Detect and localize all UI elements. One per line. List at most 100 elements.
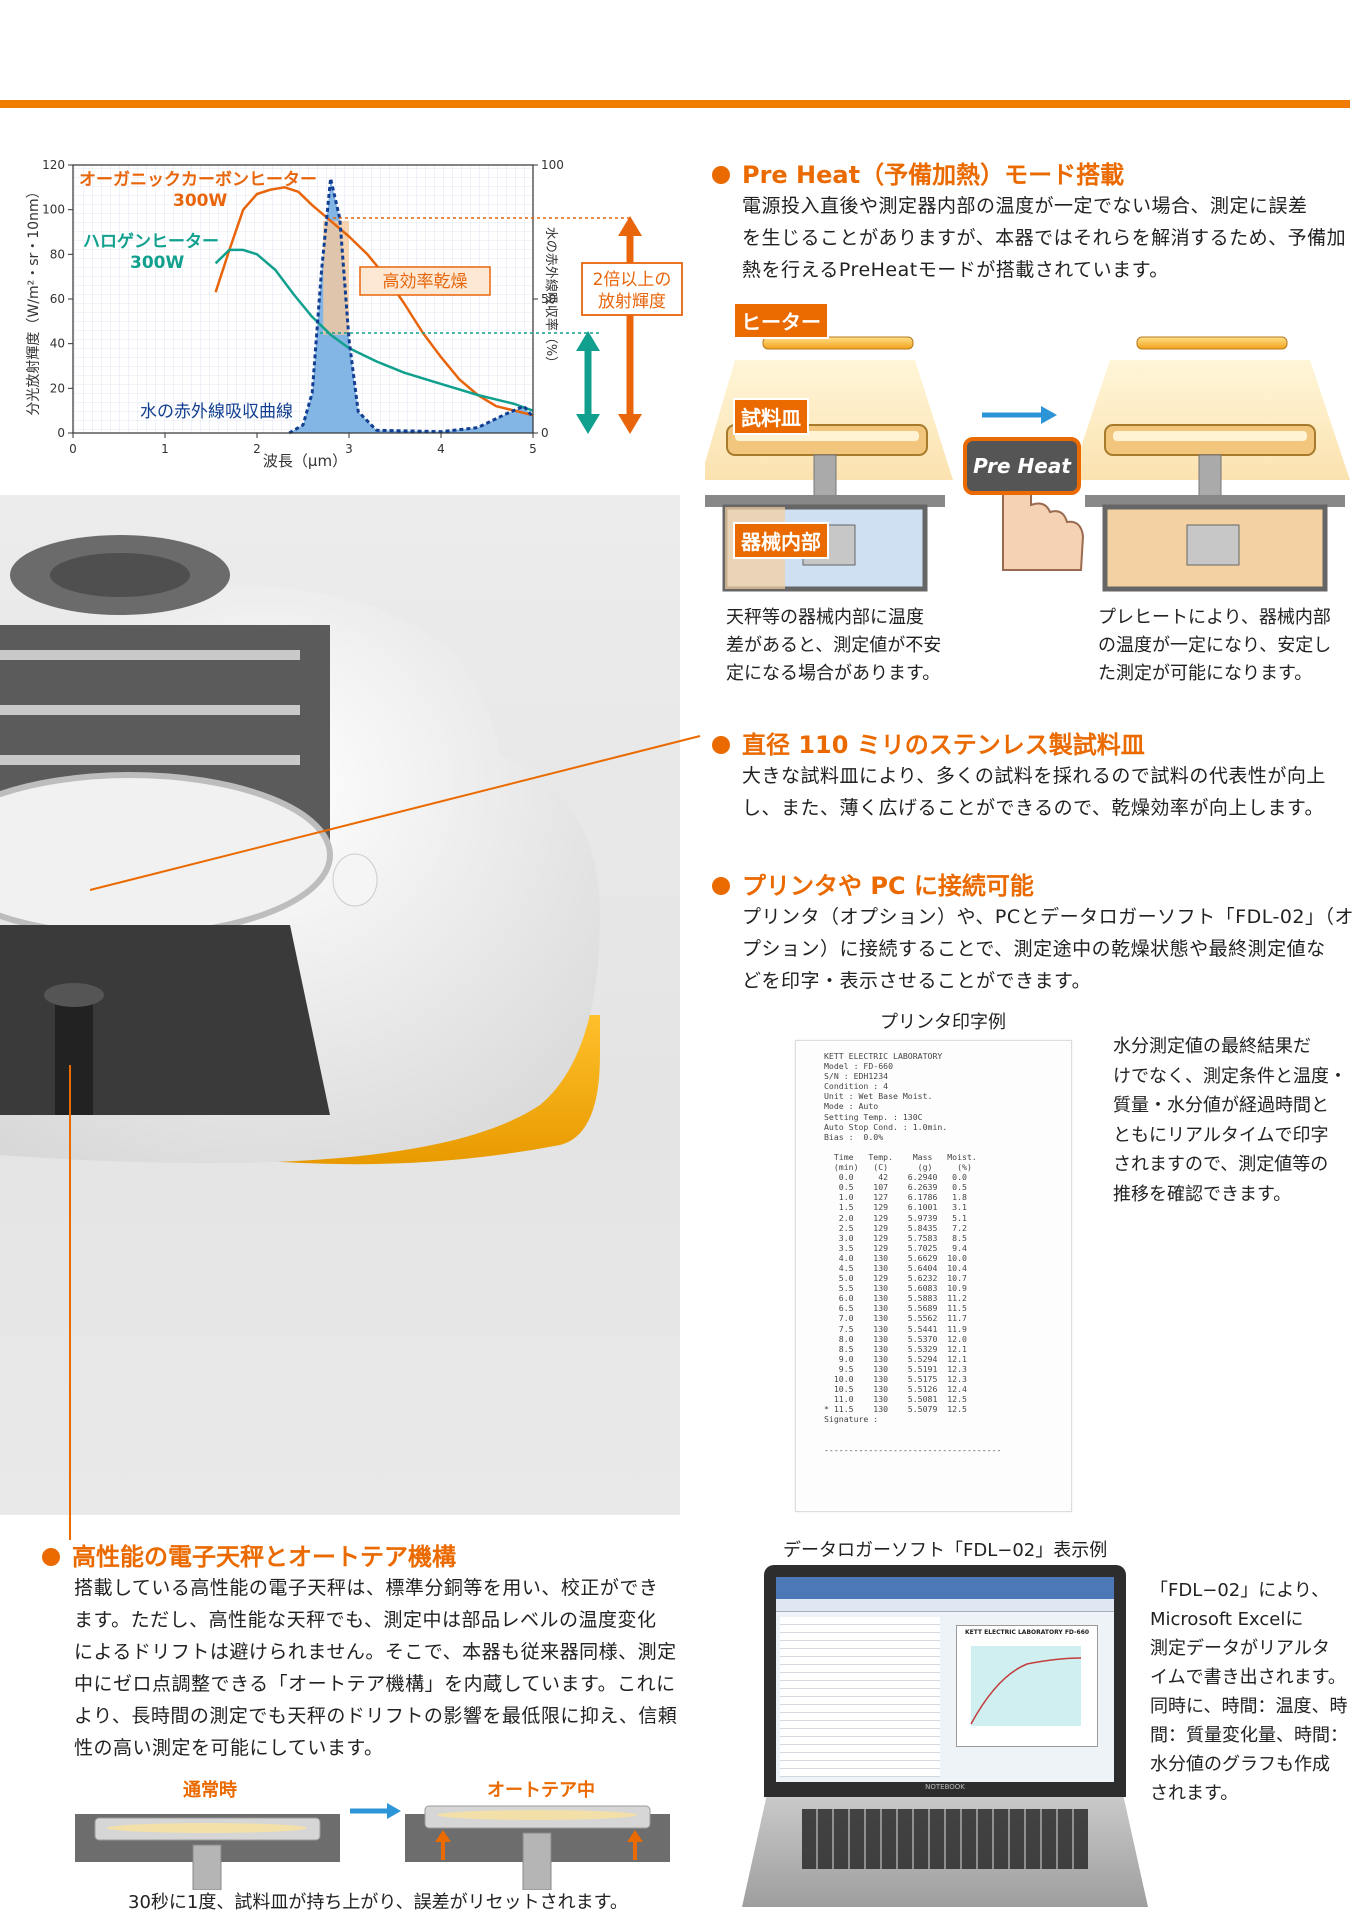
- annotation-box-efficiency: [359, 266, 491, 296]
- balance-body: 搭載している高性能の電子天秤は、標準分銅等を用い、校正ができ ます。ただし、高性…: [74, 1572, 689, 1764]
- tick-left-label: 120: [42, 158, 65, 172]
- tick-right-label: 50: [541, 292, 556, 306]
- balance-line-5: より、長時間の測定でも天秤のドリフトの影響を最低限に抑え、信頼: [74, 1705, 678, 1727]
- series-line-1: [214, 186, 534, 417]
- printer-title: プリンタや PC に接続可能: [742, 872, 1034, 900]
- balance-line-4: 中にゼロ点調整できる「オートテア機構」を内蔵しています。これに: [74, 1673, 676, 1695]
- laptop-bezel: KETT ELECTRIC LABORATORY FD-660 NOTEBOOK: [764, 1565, 1126, 1797]
- annotation-radiance-l2: 放射輝度: [598, 292, 666, 312]
- printer-receipt: KETT ELECTRIC LABORATORY Model : FD-660 …: [795, 1040, 1072, 1512]
- tick-x-label: 4: [437, 442, 445, 456]
- tick-x-label: 5: [529, 442, 537, 456]
- preheat-caption-right: プレヒートにより、器械内部 の温度が一定になり、安定し た測定が可能になります。: [1098, 604, 1348, 688]
- side-line-2: けでなく、測定条件と温度・: [1113, 1065, 1347, 1087]
- tick-x-label: 0: [69, 442, 77, 456]
- excel-ribbon: [776, 1577, 1114, 1599]
- diagram-autotare: [405, 1805, 670, 1890]
- balance-line-2: ます。ただし、高性能な天秤でも、測定中は部品レベルの温度変化: [74, 1609, 657, 1631]
- diagram-normal: [75, 1814, 340, 1890]
- arrow-radiance-halogen: [576, 331, 600, 434]
- header-rule: [0, 100, 1350, 108]
- receipt-text: KETT ELECTRIC LABORATORY Model : FD-660 …: [824, 1051, 1002, 1455]
- series-label-carbon-watt: 300W: [173, 191, 227, 211]
- tick-left-label: 40: [50, 337, 65, 351]
- tick-left-label: 60: [50, 292, 65, 306]
- side-line-5: されますので、測定値等の: [1113, 1154, 1329, 1175]
- excel-chart-curve: [970, 1646, 1082, 1726]
- logger-side-note: 「FDL−02」により、 Microsoft Excelに 測定データがリアルタ…: [1150, 1576, 1355, 1808]
- preheat-title: Pre Heat（予備加熱）モード搭載: [742, 161, 1125, 189]
- label-inner: 器械内部: [733, 522, 829, 559]
- balance-caption: 30秒に1度、試料皿が持ち上がり、誤差がリセットされます。: [128, 1892, 628, 1913]
- arrow-radiance-carbon: [618, 216, 642, 434]
- laptop-screen: KETT ELECTRIC LABORATORY FD-660: [776, 1577, 1114, 1782]
- logger-side-7: 水分値のグラフも作成: [1150, 1754, 1330, 1775]
- laptop-keyboard: [742, 1797, 1148, 1907]
- bullet-dot-icon: [42, 1548, 60, 1566]
- label-autotare: オートテア中: [487, 1780, 595, 1801]
- side-line-4: ともにリアルタイムで印字: [1113, 1124, 1329, 1146]
- preheat-heading: Pre Heat（予備加熱）モード搭載: [712, 155, 1124, 190]
- chart-xlabel: 波長（μm）: [263, 452, 347, 470]
- series-line-2: [214, 248, 534, 412]
- product-photo: [0, 495, 680, 1515]
- cap-left-1: 天秤等の器械内部に温度: [726, 607, 924, 628]
- dish-body: 大きな試料皿により、多くの試料を採れるので試料の代表性が向上 し、また、薄く広げ…: [742, 760, 1352, 824]
- autotare-diagram: [75, 1803, 670, 1890]
- water-absorption-fill: [289, 178, 533, 433]
- logger-label: データロガーソフト「FDL−02」表示例: [783, 1540, 1108, 1561]
- excel-chart-title: KETT ELECTRIC LABORATORY FD-660: [964, 1629, 1090, 1636]
- excel-sheet: [780, 1617, 940, 1777]
- annotation-box-radiance: [581, 262, 683, 316]
- series-label-carbon: オーガニックカーボンヒーター: [79, 170, 317, 190]
- laptop: KETT ELECTRIC LABORATORY FD-660 NOTEBOOK: [742, 1565, 1148, 1920]
- chart-ylabel-left: 分光放射輝度（W/m²・sr・10nm）: [26, 184, 42, 415]
- printer-side-note: 水分測定値の最終結果だ けでなく、測定条件と温度・ 質量・水分値が経過時間と と…: [1113, 1032, 1358, 1209]
- dish-line-2: し、また、薄く広げることができるので、乾燥効率が向上します。: [742, 797, 1324, 819]
- cap-right-1: プレヒートにより、器械内部: [1098, 607, 1331, 628]
- preheat-body: 電源投入直後や測定器内部の温度が一定でない場合、測定に誤差 を生じることがありま…: [742, 190, 1352, 286]
- logger-side-1: 「FDL−02」により、: [1150, 1580, 1330, 1601]
- tick-x-label: 2: [253, 442, 261, 456]
- dish-title: 直径 110 ミリのステンレス製試料皿: [742, 731, 1145, 759]
- logger-side-6: 間：質量変化量、時間：: [1150, 1725, 1348, 1746]
- tick-x-label: 3: [345, 442, 353, 456]
- tick-x-label: 1: [161, 442, 169, 456]
- balance-title: 高性能の電子天秤とオートテア機構: [72, 1543, 456, 1571]
- preheat-caption-left: 天秤等の器械内部に温度 差があると、測定値が不安 定になる場合があります。: [726, 604, 966, 688]
- cap-right-2: の温度が一定になり、安定し: [1098, 635, 1332, 656]
- moisture-analyzer-illustration: [0, 535, 600, 1165]
- laptop-brand: NOTEBOOK: [925, 1783, 965, 1791]
- cap-left-2: 差があると、測定値が不安: [726, 635, 942, 656]
- balance-line-3: によるドリフトは避けられません。そこで、本器も従来器同様、測定: [74, 1641, 677, 1663]
- tick-left-label: 20: [50, 381, 65, 395]
- printer-line-2: プション）に接続することで、測定途中の乾燥状態や最終測定値な: [742, 938, 1326, 960]
- logger-side-8: されます。: [1150, 1783, 1239, 1804]
- balance-line-6: 性の高い測定を可能にしています。: [74, 1737, 384, 1759]
- dish-heading: 直径 110 ミリのステンレス製試料皿: [712, 725, 1145, 760]
- arrow-up-icon: [435, 1830, 643, 1860]
- tick-left-label: 0: [57, 426, 65, 440]
- preheat-line-1: 電源投入直後や測定器内部の温度が一定でない場合、測定に誤差: [742, 195, 1308, 217]
- cap-right-3: た測定が可能になります。: [1098, 663, 1313, 684]
- printer-line-1: プリンタ（オプション）や、PCとデータロガーソフト「FDL-02」（オ: [742, 906, 1354, 928]
- annotation-radiance-l1: 2倍以上の: [593, 270, 672, 290]
- logger-side-2: Microsoft Excelに: [1150, 1609, 1304, 1630]
- logger-side-4: イムで書き出されます。: [1150, 1667, 1346, 1688]
- cap-left-3: 定になる場合があります。: [726, 663, 941, 684]
- printer-heading: プリンタや PC に接続可能: [712, 866, 1034, 901]
- side-line-6: 推移を確認できます。: [1113, 1183, 1292, 1205]
- side-line-1: 水分測定値の最終結果だ: [1113, 1036, 1311, 1057]
- bullet-dot-icon: [712, 877, 730, 895]
- arrow-right-icon: [982, 406, 1057, 424]
- bullet-dot-icon: [712, 166, 730, 184]
- callout-lines: [69, 735, 701, 1540]
- preheat-button[interactable]: Pre Heat: [963, 437, 1081, 495]
- series-label-halogen: ハロゲンヒーター: [83, 231, 219, 252]
- tick-left-label: 80: [50, 247, 65, 261]
- tick-left-label: 100: [42, 203, 65, 217]
- series-label-water: 水の赤外線吸収曲線: [140, 402, 293, 422]
- preheat-line-2: を生じることがありますが、本器ではそれらを解消するため、予備加: [742, 227, 1347, 249]
- printer-body: プリンタ（オプション）や、PCとデータロガーソフト「FDL-02」（オ プション…: [742, 901, 1357, 997]
